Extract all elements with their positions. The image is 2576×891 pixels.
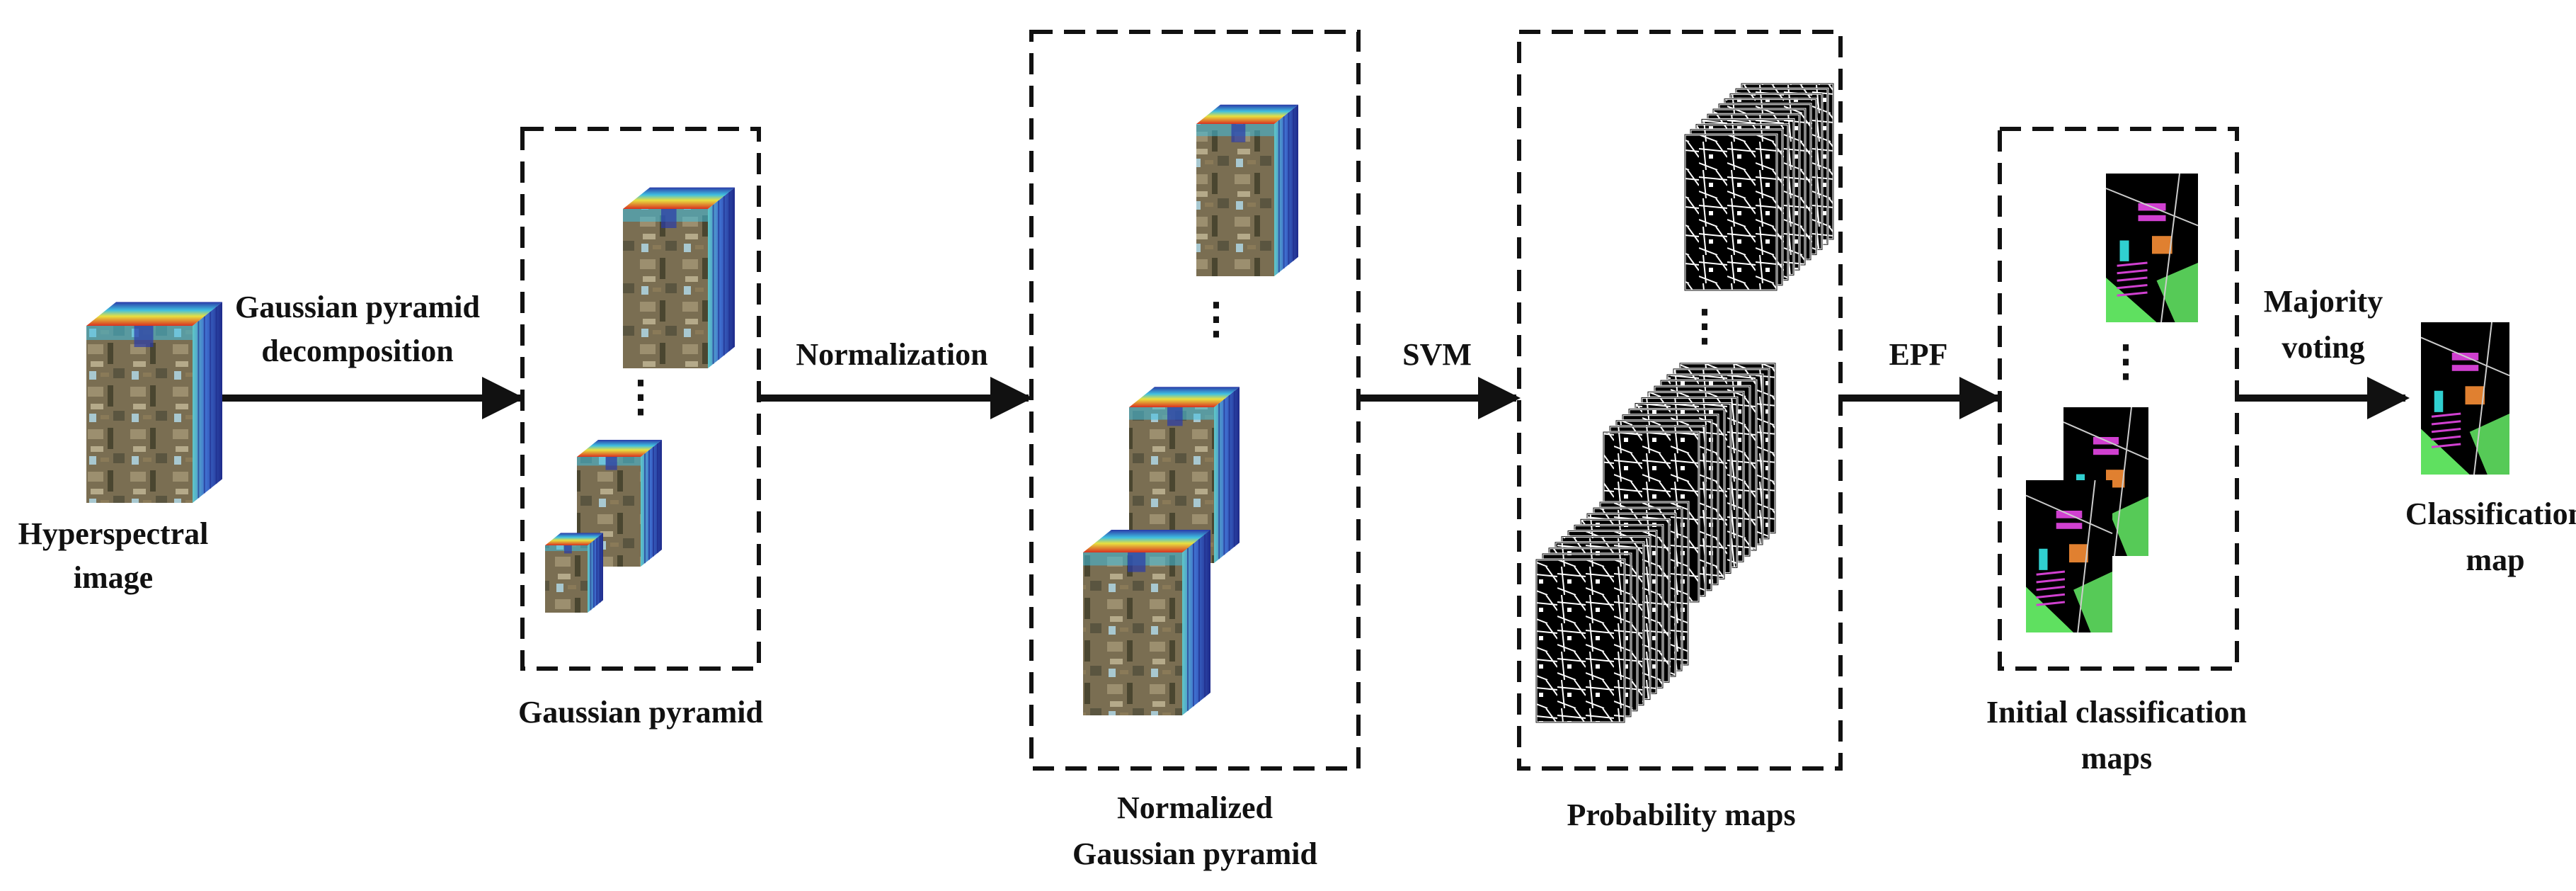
- label-probability-maps: Probability maps: [1567, 798, 1795, 832]
- class-region-stripe: [2117, 284, 2148, 290]
- final-classification-map: [2420, 322, 2510, 475]
- ellipsis-probability: ⋮: [1683, 302, 1726, 349]
- cube-top-face: [1129, 387, 1240, 407]
- label-hyperspectral-image: image: [74, 560, 153, 595]
- cube-front-mark: [661, 209, 677, 228]
- class-road: [2160, 173, 2180, 323]
- class-road: [2077, 479, 2096, 633]
- class-region-stripe: [2431, 443, 2461, 448]
- class-region-stripe: [2431, 428, 2461, 433]
- label-gaussian-pyramid: Gaussian pyramid: [518, 695, 763, 730]
- class-region-magenta: [2056, 523, 2083, 529]
- label-initial-classification-maps: maps: [2081, 741, 2152, 776]
- label-arrow-svm: SVM: [1402, 337, 1472, 372]
- class-road: [2063, 421, 2149, 460]
- label-classification-map: map: [2466, 543, 2524, 577]
- cube-side-face: [1214, 387, 1240, 563]
- cube-side-face: [193, 302, 222, 503]
- class-region-cyan: [2434, 390, 2444, 412]
- cube-front-face: [1083, 552, 1182, 715]
- label-arrow-majority-voting: Majority: [2264, 284, 2383, 319]
- cube-side-face: [641, 440, 662, 567]
- class-region-orange: [2152, 236, 2173, 254]
- class-region-orange: [2069, 544, 2088, 563]
- cube-side-face: [708, 187, 735, 368]
- hyperspectral-cubes: [86, 104, 1298, 715]
- label-hyperspectral-image: Hyperspectral: [18, 516, 209, 551]
- cube-top-face: [1196, 104, 1298, 124]
- class-region-stripe: [2036, 570, 2066, 576]
- class-region-cyan: [2119, 240, 2129, 261]
- ellipsis-gaussian: ⋮: [619, 373, 662, 420]
- label-arrow-decomposition: decomposition: [261, 334, 453, 368]
- normalized-level-3-cube: [1083, 530, 1210, 715]
- class-region-stripe: [2431, 420, 2461, 426]
- class-road: [2114, 407, 2132, 557]
- cube-front-mark: [564, 545, 572, 554]
- class-road: [2473, 322, 2492, 475]
- cube-front-face: [86, 326, 193, 503]
- class-region-stripe: [2117, 269, 2148, 275]
- label-arrow-normalization: Normalization: [796, 337, 988, 372]
- class-region-magenta: [2093, 448, 2119, 455]
- label-classification-map: Classification: [2405, 496, 2576, 531]
- probability-map-sheet: [1535, 558, 1626, 724]
- probability-map-stacks: [1535, 82, 1835, 724]
- class-region-stripe: [2036, 593, 2066, 599]
- cube-top-face: [545, 533, 603, 545]
- cube-front-face: [1196, 124, 1274, 276]
- cube-front-mark: [134, 326, 154, 347]
- initial-map-top: [2105, 173, 2199, 323]
- probability-map-sheet: [1683, 133, 1778, 292]
- label-arrow-majority-voting: voting: [2282, 330, 2364, 365]
- class-region-stripe: [2431, 412, 2461, 418]
- cube-top-face: [86, 302, 222, 326]
- pyramid-level-1-cube: [623, 187, 735, 368]
- class-region-stripe: [2117, 261, 2148, 267]
- cube-top-face: [1083, 530, 1210, 552]
- cube-front-mark: [1128, 552, 1146, 572]
- class-region-orange: [2465, 386, 2485, 405]
- cube-front-face: [623, 209, 708, 368]
- class-region-magenta: [2451, 365, 2479, 371]
- cube-top-face: [623, 187, 735, 209]
- class-region-magenta: [2138, 215, 2166, 222]
- ellipsis-initial: ⋮: [2105, 338, 2147, 385]
- class-region-stripe: [2117, 291, 2148, 297]
- class-region-stripe: [2431, 435, 2461, 441]
- hyperspectral-image-cube: [86, 302, 222, 503]
- class-road: [2420, 336, 2510, 377]
- probability-map-edge: [1535, 559, 1625, 723]
- cube-front-mark: [1167, 407, 1183, 426]
- cube-side-face: [1274, 104, 1298, 276]
- class-region-cyan: [2039, 548, 2048, 570]
- cube-top-face: [577, 440, 662, 457]
- probability-stack-top: [1683, 82, 1835, 292]
- label-normalized-pyramid: Gaussian pyramid: [1072, 836, 1317, 871]
- cube-front-mark: [1231, 124, 1246, 142]
- pyramid-level-3-cube: [545, 533, 603, 613]
- classification-maps: [2025, 173, 2510, 633]
- class-region-stripe: [2036, 601, 2066, 606]
- cube-front-mark: [605, 457, 617, 470]
- class-region-stripe: [2036, 586, 2066, 591]
- ellipsis-normalized: ⋮: [1195, 295, 1237, 342]
- cube-side-face: [1182, 530, 1210, 715]
- label-arrow-epf: EPF: [1889, 337, 1947, 372]
- class-region-stripe: [2117, 276, 2148, 282]
- probability-map-edge: [1684, 134, 1778, 291]
- cube-front-face: [545, 545, 588, 613]
- label-initial-classification-maps: Initial classification: [1986, 695, 2247, 730]
- label-arrow-decomposition: Gaussian pyramid: [235, 290, 480, 324]
- normalized-level-1-cube: [1196, 104, 1298, 276]
- probability-stack-bottom: [1535, 501, 1690, 724]
- class-road: [2025, 494, 2113, 535]
- class-road: [2105, 188, 2199, 227]
- label-normalized-pyramid: Normalized: [1117, 790, 1273, 825]
- class-region-stripe: [2036, 578, 2066, 584]
- cube-side-face: [588, 533, 603, 613]
- initial-map-bottom: [2025, 479, 2113, 633]
